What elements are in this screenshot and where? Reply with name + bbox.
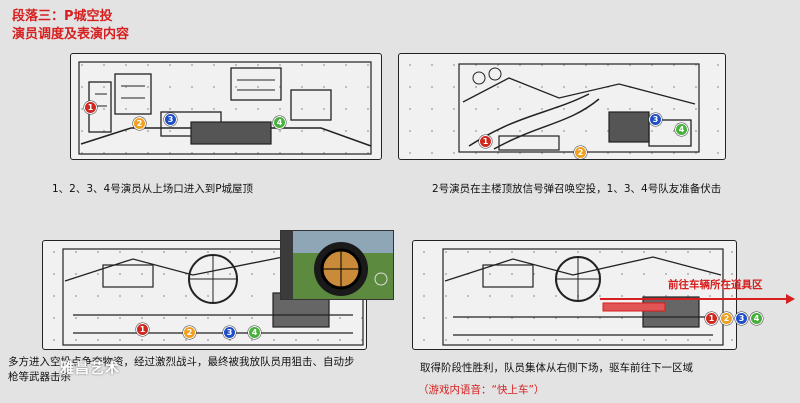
actor-badge-3: 3 <box>649 113 662 126</box>
watermark-logo: 雅昌艺术 <box>60 361 120 377</box>
storyboard-panel-4 <box>412 240 737 350</box>
actor-badge-2: 2 <box>183 326 196 339</box>
actor-badge-3: 3 <box>223 326 236 339</box>
exit-direction-arrow <box>600 294 795 304</box>
actor-badge-4: 4 <box>675 123 688 136</box>
actor-badge-3: 3 <box>735 312 748 325</box>
sketch-airdrop-battle <box>62 248 364 346</box>
actor-badge-1: 1 <box>705 312 718 325</box>
actor-badge-2: 2 <box>574 146 587 159</box>
actor-badge-1: 1 <box>479 135 492 148</box>
storyboard-panel-1: 1 2 3 4 <box>70 53 382 160</box>
storyboard-panel-2: 1 2 3 4 <box>398 53 726 160</box>
actor-badge-1: 1 <box>136 323 149 336</box>
panel-3-caption: 多方进入空投点争夺物资，经过激烈战斗，最终被我放队员用狙击、自动步枪等武器击杀 <box>8 356 355 383</box>
scope-view-image <box>281 231 393 299</box>
actor-badge-4: 4 <box>273 116 286 129</box>
panel-4-voice-line: （游戏内语音：“快上车”） <box>418 384 545 396</box>
game-scope-screenshot <box>280 230 394 300</box>
actor-badge-3: 3 <box>164 113 177 126</box>
actor-badge-2: 2 <box>133 117 146 130</box>
panel-4-caption: 取得阶段性胜利，队员集体从右侧下场，驱车前往下一区域 <box>420 362 693 374</box>
actor-badge-4: 4 <box>750 312 763 325</box>
section-subtitle: 演员调度及表演内容 <box>12 27 130 42</box>
actor-badge-1: 1 <box>84 101 97 114</box>
sketch-team-exit <box>442 248 724 346</box>
sketch-p-town-rooftops <box>78 61 372 155</box>
actor-badge-4: 4 <box>248 326 261 339</box>
panel-2-caption: 2号演员在主楼顶放信号弹召唤空投，1、3、4号队友准备伏击 <box>432 183 722 195</box>
arrow-destination-label: 前往车辆所在道具区 <box>668 279 763 291</box>
sketch-main-building-signal <box>458 63 700 153</box>
actor-badge-2: 2 <box>720 312 733 325</box>
section-title: 段落三：P城空投 <box>12 9 113 24</box>
panel-1-caption: 1、2、3、4号演员从上场口进入到P城屋顶 <box>52 183 254 195</box>
